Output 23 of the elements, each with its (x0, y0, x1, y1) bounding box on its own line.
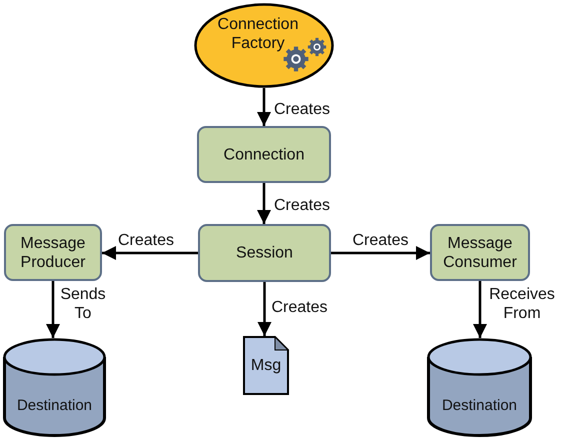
document-shape (243, 336, 289, 395)
node-label: Connection (222, 145, 306, 164)
process-box (197, 126, 331, 183)
arrow (257, 183, 271, 224)
node-label: Message Producer (20, 234, 86, 272)
process-box (430, 224, 530, 281)
process-box (4, 224, 102, 281)
arrow (473, 281, 487, 338)
arrow (331, 246, 430, 260)
ellipse-node (194, 3, 334, 88)
node-label: Destination (440, 396, 518, 415)
arrow (46, 281, 60, 338)
arrow (257, 88, 271, 126)
node-label: Msg (250, 356, 282, 375)
node-label: Session (235, 244, 294, 262)
node-label: Message Consumer (442, 234, 518, 272)
node-label: Destination (16, 396, 94, 415)
cylinder-shape (427, 338, 532, 437)
arrow (258, 282, 272, 336)
arrow (102, 246, 198, 260)
cylinder-shape (3, 338, 106, 437)
node-label: Connection Factory (216, 15, 300, 53)
process-box (198, 224, 331, 282)
